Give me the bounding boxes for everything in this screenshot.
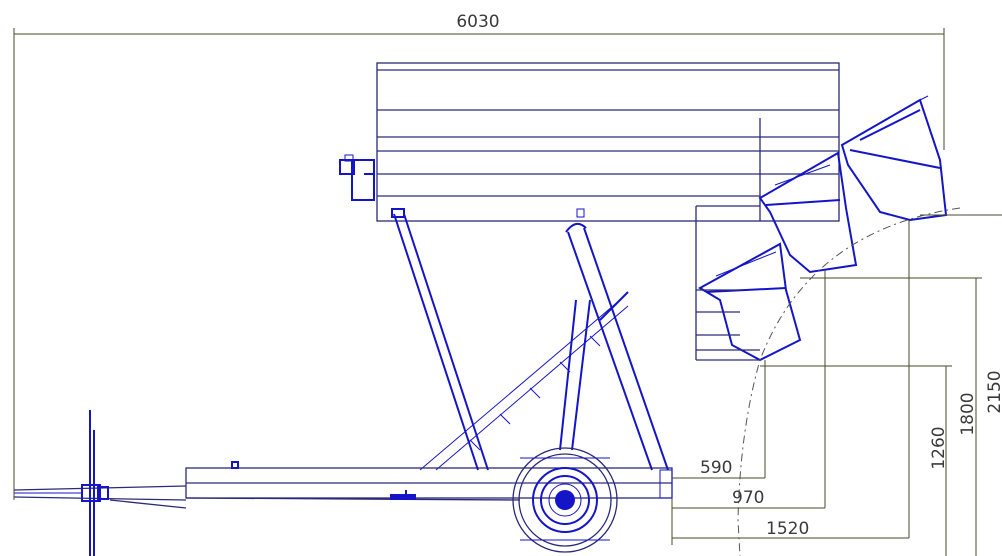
- dim-label-2150: 2150: [985, 370, 1002, 413]
- lift-arms: [391, 208, 669, 471]
- dim-label-1800: 1800: [958, 392, 978, 435]
- dim-label-1520: 1520: [766, 519, 809, 539]
- hopper-body: [376, 62, 840, 222]
- motor-unit: [339, 154, 375, 201]
- bucket-positions: [695, 95, 948, 362]
- dim-label-970: 970: [732, 488, 764, 508]
- reach-dimensions: 590 970 1520: [671, 220, 910, 545]
- dim-label-590: 590: [700, 458, 732, 478]
- dim-label-6030: 6030: [456, 12, 499, 32]
- wheel: [512, 447, 618, 553]
- reach-arc: [737, 207, 961, 556]
- overall-length-dimension: 6030: [13, 12, 945, 500]
- dim-label-1260: 1260: [929, 426, 949, 469]
- height-dimensions: 1260 1800 2150: [760, 214, 1002, 556]
